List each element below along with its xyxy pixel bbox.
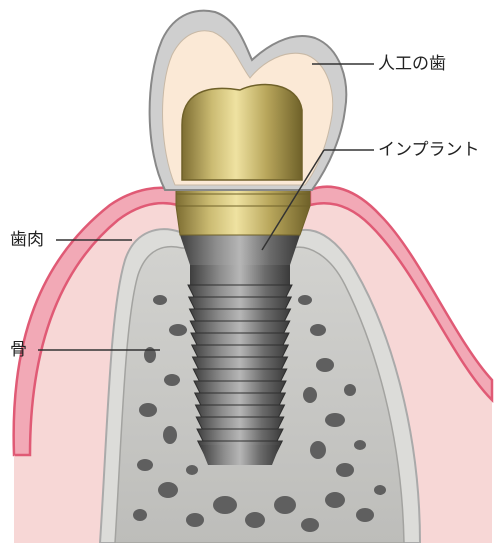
screw-thread: [194, 381, 286, 393]
screw-thread: [191, 333, 289, 345]
screw-thread: [193, 357, 288, 369]
label-bone: 骨: [10, 342, 27, 359]
screw-thread: [189, 297, 292, 309]
screw-thread: [190, 309, 291, 321]
screw-thread: [192, 345, 289, 357]
screw-thread: [197, 429, 283, 441]
screw-thread: [196, 417, 284, 429]
implant-screw: [180, 235, 300, 465]
screw-thread: [190, 321, 290, 333]
screw-thread: [188, 285, 292, 297]
label-implant: インプラント: [378, 142, 480, 159]
screw-thread: [193, 369, 287, 381]
label-gum: 歯肉: [10, 232, 44, 249]
screw-thread: [195, 393, 286, 405]
screw-thread: [196, 405, 285, 417]
label-artificial-tooth: 人工の歯: [378, 56, 446, 73]
